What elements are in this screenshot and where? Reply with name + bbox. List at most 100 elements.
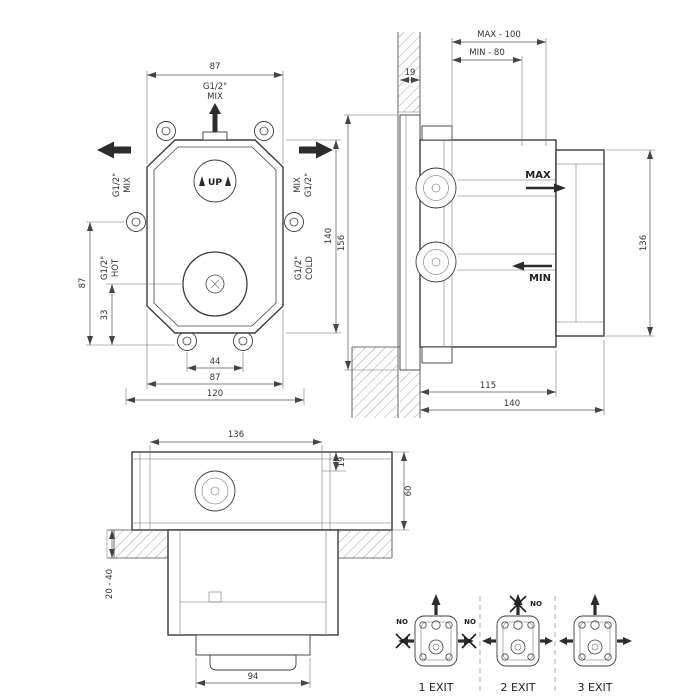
dim-side-max100: MAX - 100 <box>451 30 547 146</box>
dim-label-19: 19 <box>405 68 416 78</box>
max-arrow-icon <box>554 183 566 193</box>
exit-option-3: 3 EXIT <box>559 594 632 694</box>
up-mini-arrow-icon <box>225 176 231 186</box>
cold-port-size: G1/2" <box>294 256 304 280</box>
dim-plan-19: 19 <box>322 452 347 472</box>
dim-label-156: 156 <box>337 235 347 251</box>
plan-front-step <box>195 634 311 656</box>
up-arrow-icon <box>590 594 600 605</box>
dim-front-inlets-44: 44 <box>186 352 244 372</box>
dim-front-width-bottom-87: 87 <box>146 310 284 389</box>
dim-label-94: 94 <box>248 672 259 682</box>
dim-label-p19: 19 <box>337 457 347 468</box>
dim-side-19: 19 <box>400 68 420 83</box>
up-arrow-icon <box>431 594 441 605</box>
max-indicator: MAX <box>525 170 566 193</box>
dim-label-side-87: 87 <box>78 278 88 289</box>
dim-plan-plaster: 20 - 40 <box>105 530 115 599</box>
left-port-size: G1/2" <box>112 173 122 197</box>
dim-label-120: 120 <box>207 389 223 399</box>
valve-body-outline <box>146 139 284 334</box>
dim-label-front-top: 87 <box>210 62 221 72</box>
dim-plan-60: 60 <box>392 451 414 531</box>
no-top-label: NO <box>530 600 542 608</box>
dim-label-min80: MIN - 80 <box>469 48 505 58</box>
exit-option-1: NO NO 1 EXIT <box>395 594 477 694</box>
dim-front-total-120: 120 <box>125 388 305 405</box>
dim-side-140: 140 <box>419 340 605 415</box>
right-mix-port-label: MIX G1/2" <box>293 173 314 197</box>
left-flow-arrow-icon <box>97 141 131 159</box>
cold-port-type: COLD <box>305 256 315 280</box>
right-port-type: MIX <box>293 177 303 193</box>
dim-label-p136: 136 <box>228 430 244 440</box>
dim-side-136: 136 <box>606 149 655 337</box>
dim-label-max100: MAX - 100 <box>477 30 521 40</box>
dim-label-87b: 87 <box>210 373 221 383</box>
dim-label-2040: 20 - 40 <box>105 569 115 599</box>
left-arrow-icon <box>559 637 567 645</box>
min-arrow-icon <box>512 261 524 271</box>
top-port-size: G1/2" <box>203 82 227 92</box>
dim-front-width-top: 87 <box>146 62 284 164</box>
hot-port-size: G1/2" <box>100 256 110 280</box>
top-port-type: MIX <box>207 92 223 102</box>
exit-2-label: 2 EXIT <box>501 681 536 694</box>
right-arrow-icon <box>623 637 632 645</box>
front-block <box>555 149 605 337</box>
mounting-tabs <box>126 121 304 351</box>
top-port-label: G1/2" MIX <box>203 82 227 102</box>
side-port-lower <box>415 241 457 283</box>
up-flow-arrow-icon <box>209 103 221 133</box>
plan-front-cap <box>209 654 297 671</box>
left-port-type: MIX <box>123 177 133 193</box>
exit-option-2: NO 2 EXIT <box>482 594 553 694</box>
plan-body <box>131 451 393 531</box>
dim-side-min80: MIN - 80 <box>452 48 523 146</box>
mounting-flange <box>399 114 421 371</box>
exit-1-label: 1 EXIT <box>419 681 454 694</box>
right-flow-arrow-icon <box>299 141 333 159</box>
bottom-port-side <box>421 346 453 364</box>
plan-front-body <box>167 529 339 636</box>
up-indicator: UP <box>193 159 237 203</box>
dim-side-156: 156 <box>337 114 398 371</box>
no-right-label: NO <box>464 618 476 626</box>
front-view: 87 G1/2" MIX UP <box>78 62 341 405</box>
top-port-boss <box>202 131 228 141</box>
cartridge-port <box>182 251 248 317</box>
plan-wall-section <box>107 529 393 559</box>
plan-port <box>194 470 236 512</box>
no-left-label: NO <box>396 618 408 626</box>
left-mix-port-label: G1/2" MIX <box>112 173 133 197</box>
dim-front-height-140: 140 <box>286 139 341 334</box>
dim-front-left-87: 87 <box>78 221 175 346</box>
dim-plan-94: 94 <box>195 658 311 688</box>
dim-label-44: 44 <box>210 357 221 367</box>
side-view: MAX MIN MAX - 100 MIN - 80 19 <box>337 30 655 418</box>
up-mini-arrow-icon <box>199 176 205 186</box>
dim-label-140d: 140 <box>504 399 520 409</box>
dim-plan-136: 136 <box>149 430 323 451</box>
side-port-upper <box>415 167 457 209</box>
dim-front-33: 33 <box>100 283 181 345</box>
dim-label-140: 140 <box>324 228 334 244</box>
hot-port-label: G1/2" HOT <box>100 256 121 280</box>
min-indicator: MIN <box>512 261 552 284</box>
min-label: MIN <box>529 273 551 284</box>
dim-label-136: 136 <box>639 235 649 251</box>
right-arrow-icon <box>545 637 553 645</box>
top-port-side <box>421 125 453 141</box>
plan-view: 136 19 60 <box>105 430 414 688</box>
exit-3-label: 3 EXIT <box>578 681 613 694</box>
valve-body-inner <box>153 146 277 327</box>
cold-port-label: G1/2" COLD <box>294 256 315 281</box>
max-label: MAX <box>525 170 551 181</box>
right-port-size: G1/2" <box>304 173 314 197</box>
hot-port-type: HOT <box>111 258 121 277</box>
up-label: UP <box>208 178 222 188</box>
dim-label-p60: 60 <box>404 486 414 497</box>
exit-options: NO NO 1 EXIT NO 2 EXIT <box>395 594 632 694</box>
dim-side-115: 115 <box>419 350 557 397</box>
